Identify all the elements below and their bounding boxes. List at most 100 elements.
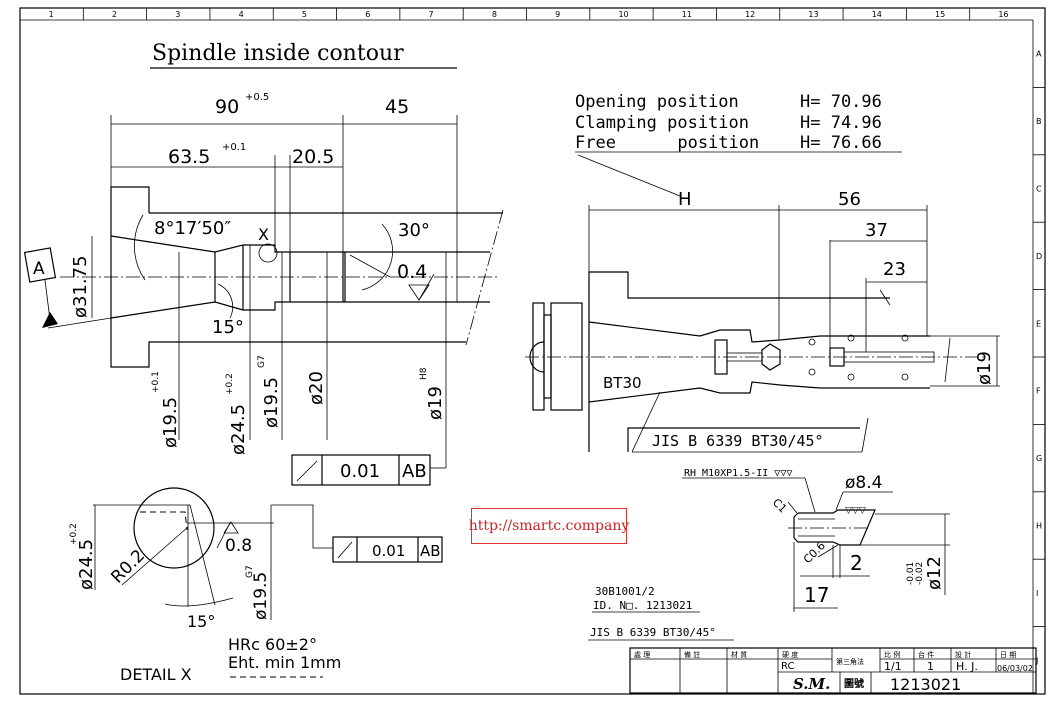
tb-designer: H. J. <box>956 660 978 673</box>
roughness-0-4: 0.4 <box>397 261 427 283</box>
ruler-row-label: I <box>1036 589 1038 598</box>
dim-2: 2 <box>850 551 863 575</box>
ruler-column-label: 16 <box>998 10 1008 19</box>
dim-23: 23 <box>883 259 906 280</box>
position-table: Opening position H= 70.96 Clamping posit… <box>575 92 902 197</box>
tb-header: 台 件 <box>918 650 934 659</box>
ruler-column-label: 1 <box>49 10 54 19</box>
spindle-section-view: 90 +0.5 45 63.5 +0.1 20.5 8°17′50″ X 30°… <box>23 92 504 486</box>
ruler-column-label: 4 <box>239 10 244 19</box>
dim-37: 37 <box>865 220 888 241</box>
detail-runout-frame: 0.01 AB <box>332 536 443 563</box>
ruler-row-label: H <box>1036 522 1042 531</box>
dim-90-tolerance: +0.5 <box>245 92 269 103</box>
position-value: H= 70.96 <box>800 92 882 112</box>
tb-header: 材 質 <box>731 650 747 659</box>
tb-header: 處 理 <box>634 650 650 659</box>
tb-header: 備 註 <box>684 650 700 659</box>
dim-h: H <box>678 189 692 210</box>
watermark-url[interactable]: http://smartc.company <box>469 508 629 544</box>
ruler-row-label: D <box>1036 252 1042 261</box>
dia-12: ø12 <box>924 556 945 590</box>
tb-company: S.M. <box>793 675 830 693</box>
angle-30: 30° <box>398 220 430 241</box>
detail-dia-24-5-tolerance: +0.2 <box>69 523 79 545</box>
dia-24-5-tolerance: +0.2 <box>225 373 235 395</box>
ruler-column-label: 2 <box>112 10 117 19</box>
angle-15: 15° <box>212 317 244 338</box>
dim-63-5: 63.5 <box>168 146 210 168</box>
detail-runout-value: 0.01 <box>372 542 405 560</box>
runout-datum: AB <box>402 461 427 482</box>
chamfer-c06: C0.6 <box>801 539 828 566</box>
dia-19-5-g7-tolerance: G7 <box>257 355 267 368</box>
dim-45: 45 <box>385 96 409 118</box>
ruler-row-label: J <box>1035 656 1038 665</box>
hardening-depth: Eht. min 1mm <box>228 653 341 672</box>
position-value: H= 74.96 <box>800 113 882 133</box>
tb-drawing-no-label: 圖號 <box>844 677 864 690</box>
tb-hardness: RC <box>781 661 794 672</box>
dia-19-h8: ø19 <box>425 386 446 420</box>
dim-20-5: 20.5 <box>292 146 334 168</box>
dia-20: ø20 <box>306 371 327 405</box>
tb-scale: 1/1 <box>884 660 902 673</box>
ruler-column-label: 11 <box>682 10 692 19</box>
detail-dia-19-5: ø19.5 <box>251 572 271 620</box>
detail-angle: 15° <box>187 612 215 631</box>
roughness-symbol: ▽▽▽ <box>845 506 866 516</box>
taper-angle: 8°17′50″ <box>154 218 231 239</box>
hardness-spec: HRc 60±2° <box>228 635 317 654</box>
dia-8-4: ø8.4 <box>845 473 882 493</box>
ruler-column-label: 10 <box>618 10 628 19</box>
ruler-column-label: 9 <box>555 10 560 19</box>
ruler-row-label: C <box>1036 185 1042 194</box>
position-label: Opening position <box>575 92 739 112</box>
dim-90: 90 <box>215 96 239 118</box>
detail-roughness: 0.8 <box>225 536 252 556</box>
bt30-label: BT30 <box>603 374 642 392</box>
dim-56: 56 <box>838 189 861 210</box>
dia-19-5: ø19.5 <box>160 397 181 448</box>
dia-12-tol-lower: -0.02 <box>915 562 925 585</box>
dim-63-5-tolerance: +0.1 <box>222 142 246 153</box>
dia-19-h8-tolerance: H8 <box>419 367 429 380</box>
detail-x-view: ø24.5 +0.2 R0.2 0.8 15° ø19.5 G7 0.01 AB… <box>69 487 443 684</box>
chamfer-c1: C1 <box>770 496 790 516</box>
dia-31-75: ø31.75 <box>70 255 91 318</box>
detail-dia-24-5: ø24.5 <box>76 539 97 590</box>
ruler-column-label: 3 <box>175 10 180 19</box>
detail-dia-19-5-tolerance: G7 <box>245 565 255 578</box>
drawing-title: Spindle inside contour <box>152 41 404 66</box>
ruler-column-label: 6 <box>365 10 370 19</box>
position-label: Free position <box>575 133 759 153</box>
detail-label: DETAIL X <box>120 665 192 684</box>
tb-drawing-no: 1213021 <box>890 675 961 694</box>
dia-24-5: ø24.5 <box>228 404 249 455</box>
dim-17: 17 <box>804 583 829 607</box>
position-label: Clamping position <box>575 113 749 133</box>
part-standard: JIS B 6339 BT30/45° <box>590 626 716 639</box>
ruler-column-label: 8 <box>492 10 497 19</box>
tb-header: 日 期 <box>1000 651 1016 659</box>
tb-header: 第三角法 <box>836 657 864 666</box>
assembly-standard: JIS B 6339 BT30/45° <box>652 432 824 450</box>
ruler-column-label: 14 <box>872 10 882 19</box>
ruler-row-label: F <box>1036 387 1041 396</box>
tb-date: 06/03/02 <box>997 664 1033 673</box>
ruler-column-label: 5 <box>302 10 307 19</box>
position-value: H= 76.66 <box>800 133 882 153</box>
ruler-column-label: 13 <box>808 10 818 19</box>
id-number: ID. N□. 1213021 <box>593 599 692 612</box>
dia-19: ø19 <box>974 351 995 385</box>
tb-quantity: 1 <box>927 660 934 673</box>
dia-12-tol-upper: -0.01 <box>906 562 916 585</box>
ruler-row-label: B <box>1036 117 1042 126</box>
ruler-column-label: 12 <box>745 10 755 19</box>
ruler-row-label: A <box>1036 50 1042 59</box>
runout-value: 0.01 <box>340 461 380 482</box>
